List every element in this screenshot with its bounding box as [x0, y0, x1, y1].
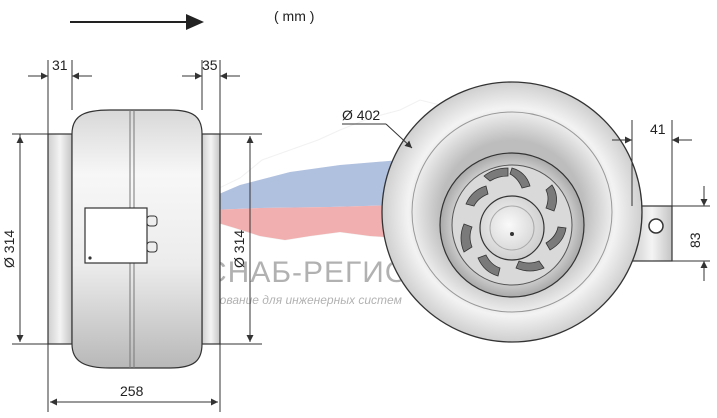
dim-length: 258 [120, 383, 144, 399]
impeller-blades [460, 167, 567, 277]
side-view-dimensions [12, 60, 262, 412]
airflow-direction-arrow [70, 14, 204, 30]
dim-diameter-right: Ø 314 [231, 230, 247, 268]
terminal-box [84, 207, 148, 264]
dim-box-width: 41 [650, 121, 666, 137]
units-label: ( mm ) [274, 8, 314, 24]
front-view [381, 81, 673, 343]
dim-outer-diameter: Ø 402 [342, 107, 380, 123]
cable-gland-bottom [146, 241, 158, 253]
left-flange [47, 133, 73, 345]
impeller-hub [479, 195, 545, 261]
dim-gap-left: 31 [52, 57, 68, 73]
watermark-slogan: Оборудование для инженерных систем [178, 293, 402, 307]
dim-gap-right: 35 [202, 57, 218, 73]
front-view-dimensions [342, 120, 710, 281]
cable-gland-top [146, 215, 158, 227]
side-view [47, 109, 221, 369]
right-flange [201, 133, 221, 345]
dim-box-height: 83 [687, 232, 703, 248]
dim-diameter-left: Ø 314 [1, 230, 17, 268]
